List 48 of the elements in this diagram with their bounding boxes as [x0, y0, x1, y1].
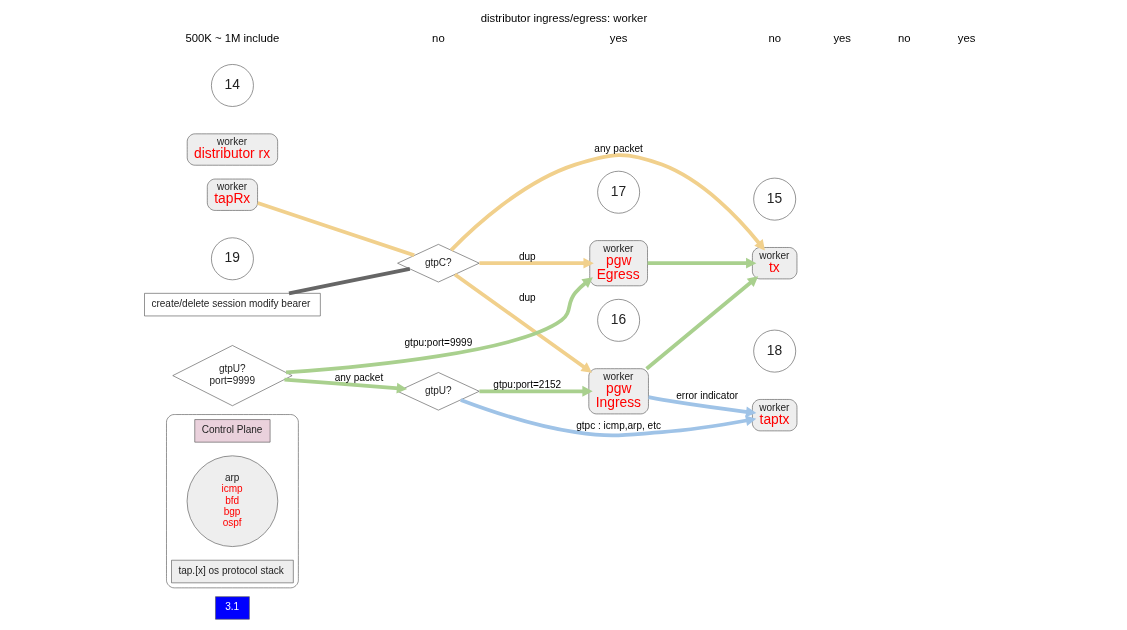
label: no [767, 32, 781, 45]
label: no [431, 32, 445, 45]
edge-label: gtpu:port=2152 [492, 379, 561, 391]
arrow [453, 273, 592, 373]
node-circle: 18 [752, 329, 796, 373]
edge-label: any packet [334, 371, 383, 383]
node-circle: 17 [596, 170, 640, 214]
node-box: Control Plane [193, 419, 270, 443]
edge-label: gtpu:port=9999 [404, 336, 472, 348]
node-box: worker tx [751, 247, 797, 280]
cluster [165, 414, 299, 589]
arrow [459, 398, 756, 438]
label: yes [957, 32, 975, 45]
edge-label: dup [518, 250, 536, 262]
arrow [449, 153, 765, 252]
edge-label: gtpc : icmp,arp, etc [575, 419, 661, 431]
connector [256, 201, 415, 258]
arrow [283, 377, 407, 394]
edge-label: any packet [593, 142, 643, 154]
node-circle: 14 [210, 64, 254, 107]
arrow [478, 257, 594, 269]
node-box: worker pgw Egress [588, 240, 648, 287]
edge-label: dup [518, 292, 536, 304]
node-diamond: gtpU? port=9999 [171, 345, 292, 407]
node-box: worker taptx [751, 399, 797, 432]
node-circle: 15 [752, 177, 796, 221]
label: 500K ~ 1M include [184, 32, 279, 45]
node-circle: 16 [596, 299, 640, 342]
node-box: worker distributor rx [186, 133, 278, 166]
node-circle: arp icmp bfd bgp ospf [186, 455, 278, 547]
node-circle: 19 [210, 237, 254, 281]
node-diamond: gtpC? [396, 244, 480, 283]
connector [288, 267, 410, 296]
edge-label: error indicator [675, 389, 738, 401]
label: no [897, 32, 911, 45]
arrow [647, 395, 756, 418]
node-box: worker tapRx [206, 178, 258, 211]
arrow [644, 276, 758, 371]
arrow [285, 277, 593, 375]
node-box: 3.1 [214, 596, 250, 620]
diagram-title: distributor ingress/egress: worker [480, 12, 647, 25]
node-box: tap.[x] os protocol stack [170, 559, 294, 584]
node-box: worker pgw Ingress [588, 368, 649, 415]
arrow [478, 385, 593, 397]
label: yes [609, 32, 627, 45]
node-box: create/delete session modify bearer [143, 293, 321, 317]
label: yes [832, 32, 851, 45]
arrow [647, 257, 756, 269]
